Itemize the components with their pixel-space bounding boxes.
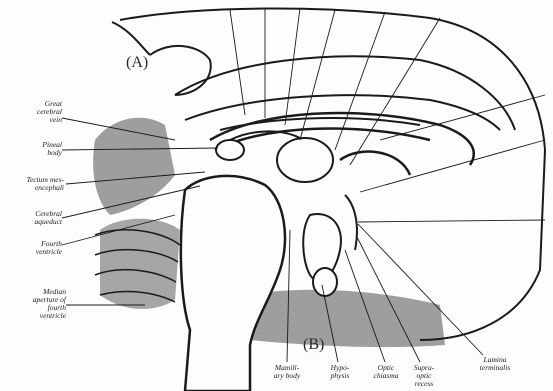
- label-fourth-ventricle: Fourth ventricle: [10, 240, 62, 256]
- label-supraoptic-recess: Supra- optic recess: [406, 364, 442, 388]
- hypophysis: [303, 195, 357, 296]
- pineal-body: [216, 140, 244, 160]
- label-mamillary-body: Mamill- ary body: [262, 364, 312, 380]
- label-cerebral-aqueduct: Cerebral aqueduct: [10, 210, 62, 226]
- label-median-aperture: Median aperture of fourth ventricle: [8, 288, 66, 320]
- label-tectum-mesencephali: Tectum mes- encephali: [4, 176, 64, 192]
- label-lamina-terminalis: Lamina terminalis: [470, 356, 520, 372]
- label-pineal-body: Pineal body: [10, 141, 62, 157]
- label-hypophysis: Hypo- physis: [322, 364, 358, 380]
- brainstem: [181, 176, 285, 391]
- corpus-callosum: [210, 113, 474, 175]
- panel-mark-a: (A): [126, 54, 148, 72]
- label-optic-chiasma: Optic chiasma: [366, 364, 406, 380]
- panel-mark-b: (B): [303, 336, 324, 354]
- label-great-cerebral-vein: Great cerebral vein: [10, 100, 62, 124]
